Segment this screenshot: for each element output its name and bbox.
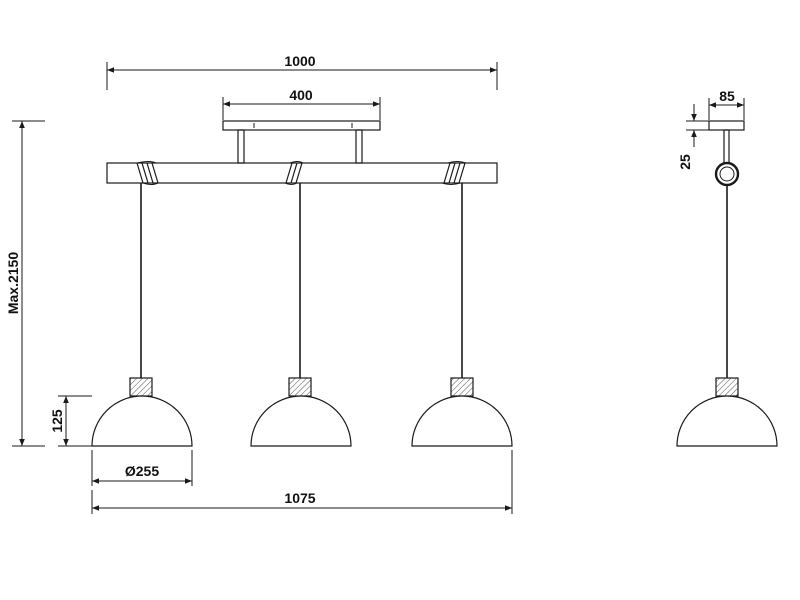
wooden-beam bbox=[106, 161, 498, 185]
max-height-label: Max.2150 bbox=[5, 252, 21, 314]
side-canopy bbox=[708, 120, 745, 131]
shade-height-label: 125 bbox=[49, 409, 65, 433]
pendant-shade bbox=[91, 377, 193, 447]
shade-diameter-label: Ø255 bbox=[125, 463, 159, 479]
ceiling-canopy bbox=[222, 120, 381, 164]
dimension-side-height: 25 bbox=[677, 104, 709, 170]
side-view: 85 25 bbox=[676, 88, 778, 447]
front-view: 1000 400 bbox=[5, 53, 513, 514]
dimension-shade-diameter: Ø255 bbox=[91, 450, 193, 486]
dimension-side-width: 85 bbox=[708, 88, 745, 120]
dimension-overall-width: 1000 bbox=[106, 53, 498, 90]
dimension-canopy-width: 400 bbox=[222, 87, 381, 120]
side-beam-ring bbox=[714, 161, 740, 187]
pendant-shade bbox=[411, 377, 513, 447]
rope-wrap bbox=[284, 161, 304, 185]
rope-wrap bbox=[441, 161, 467, 185]
overall-width-label: 1000 bbox=[284, 53, 315, 69]
side-height-label: 25 bbox=[677, 154, 693, 170]
dimension-max-height: Max.2150 bbox=[5, 120, 45, 447]
side-rod bbox=[723, 129, 730, 164]
rope-wrap bbox=[136, 161, 159, 185]
pendant-shade bbox=[676, 377, 778, 447]
total-length-label: 1075 bbox=[284, 490, 315, 506]
side-width-label: 85 bbox=[719, 88, 735, 104]
dimension-total-length: 1075 bbox=[91, 450, 513, 514]
canopy-width-label: 400 bbox=[289, 87, 313, 103]
pendant-shade bbox=[250, 377, 352, 447]
dimension-shade-height: 125 bbox=[49, 395, 92, 447]
